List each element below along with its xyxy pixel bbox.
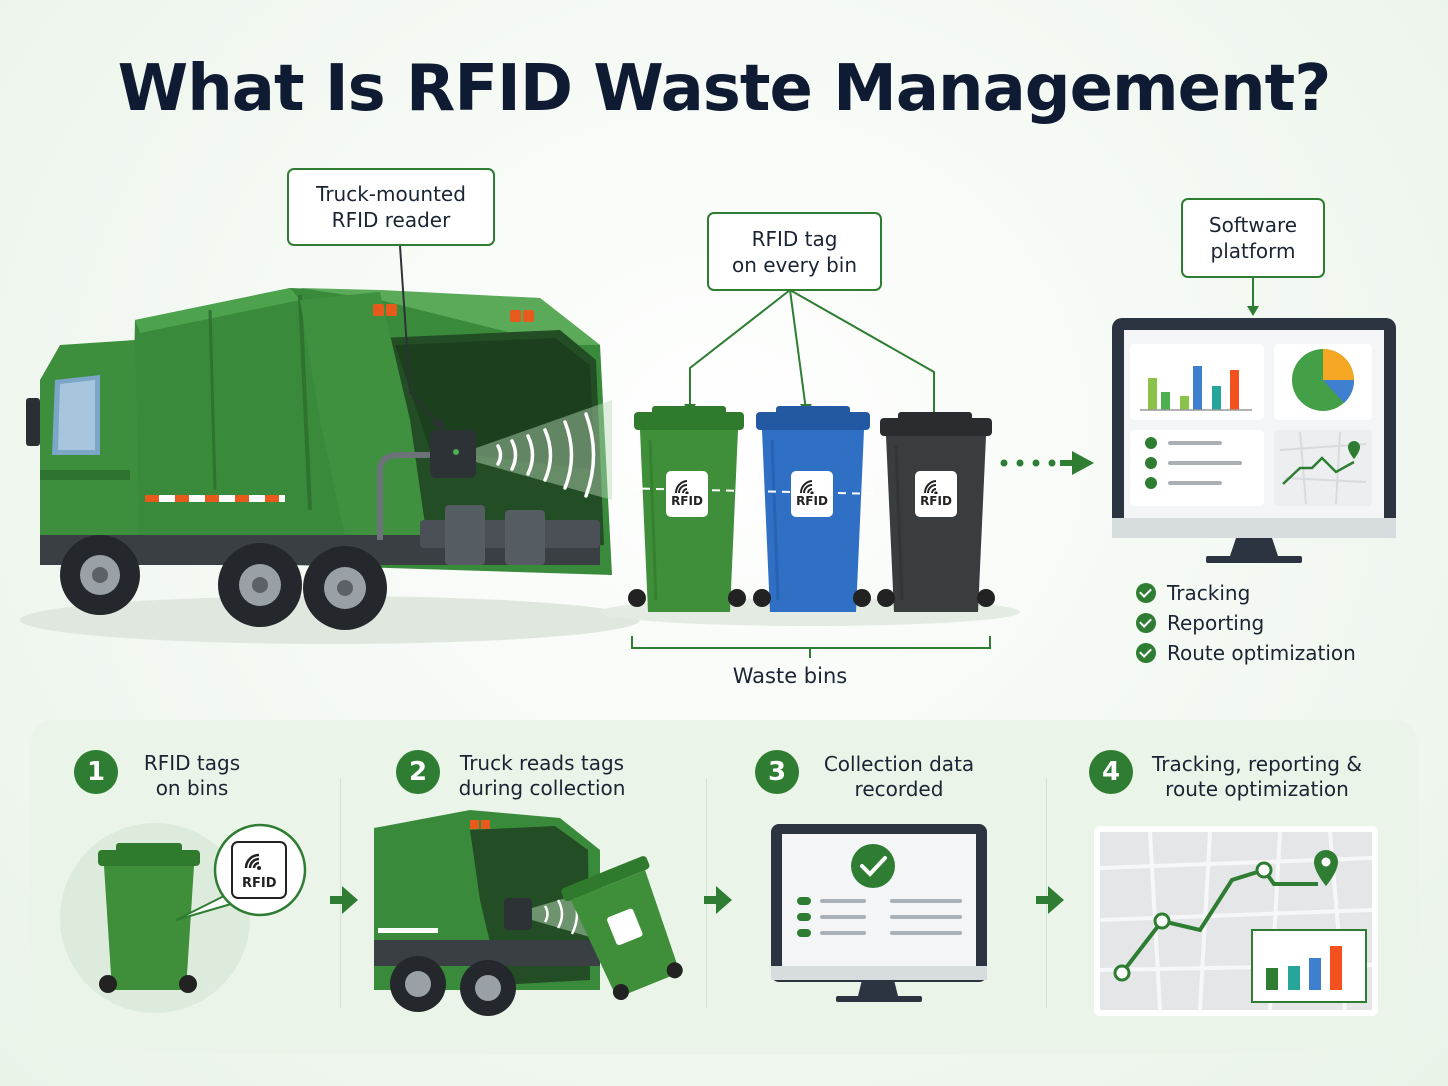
tag-connectors [689, 289, 935, 416]
rfid-signal-icon [924, 480, 938, 494]
software-feature-list: Tracking Reporting Route optimization [1136, 578, 1356, 668]
rfid-tag-blue: RFID [791, 471, 833, 517]
rfid-signal-icon [800, 480, 814, 494]
callout-rfid-reader: Truck-mounted RFID reader [287, 168, 495, 246]
check-icon [1136, 583, 1156, 603]
green-bin-icon [561, 856, 683, 1001]
rfid-signal-icon [244, 853, 260, 869]
check-icon [851, 844, 895, 888]
feature-label: Route optimization [1167, 641, 1356, 665]
top-illustration [20, 245, 1396, 658]
step-1-badge: 1 [74, 750, 118, 794]
step-1-label: RFID tags on bins [143, 751, 241, 800]
monitor-icon [1112, 318, 1396, 563]
callout-software-platform: Software platform [1181, 198, 1325, 278]
garbage-truck-icon [26, 288, 612, 630]
garbage-truck-icon [374, 810, 600, 1016]
rfid-reader-icon [430, 430, 476, 478]
step-divider [1046, 778, 1047, 1008]
rfid-tag-black: RFID [915, 471, 957, 517]
callout-rfid-tag: RFID tag on every bin [707, 212, 882, 291]
arrow-right-icon [1000, 451, 1094, 475]
rfid-signal-icon [675, 480, 689, 494]
check-icon [1136, 643, 1156, 663]
step-3-badge: 3 [755, 750, 799, 794]
rfid-signal-icon [496, 412, 596, 498]
reader-connector [399, 245, 443, 429]
step-3-label: Collection data recorded [823, 752, 975, 801]
monitor-icon [771, 824, 987, 1002]
step-divider [706, 778, 707, 1008]
arrow-right-icon [1036, 886, 1064, 914]
rfid-tag-green: RFID [666, 471, 708, 517]
map-pin-icon [1348, 441, 1360, 459]
route-map [1094, 826, 1378, 1016]
rfid-chip-label: RFID [920, 494, 952, 508]
green-bin-icon [98, 843, 200, 993]
arrow-right-icon [704, 886, 732, 914]
check-icon [1136, 613, 1156, 633]
step-4-label: Tracking, reporting & route optimization [1152, 752, 1362, 801]
rfid-chip-label: RFID [671, 494, 703, 508]
green-bin-icon [628, 406, 746, 612]
feature-route-optimization: Route optimization [1136, 638, 1356, 668]
blue-bin-icon [753, 406, 871, 612]
feature-tracking: Tracking [1136, 578, 1356, 608]
step-divider [340, 778, 341, 1008]
feature-reporting: Reporting [1136, 608, 1356, 638]
bins-caption: Waste bins [732, 664, 848, 688]
step-2-label: Truck reads tags during collection [458, 751, 626, 800]
page-title: What Is RFID Waste Management? [117, 52, 1332, 126]
step-2-badge: 2 [396, 750, 440, 794]
step-4-badge: 4 [1089, 750, 1133, 794]
feature-label: Tracking [1167, 581, 1251, 605]
feature-label: Reporting [1167, 611, 1265, 635]
rfid-chip-label: RFID [796, 494, 828, 508]
map-pin-icon [1314, 850, 1338, 886]
arrow-right-icon [330, 886, 358, 914]
black-bin-icon [877, 412, 995, 612]
step1-rfid-label: RFID [242, 876, 277, 891]
